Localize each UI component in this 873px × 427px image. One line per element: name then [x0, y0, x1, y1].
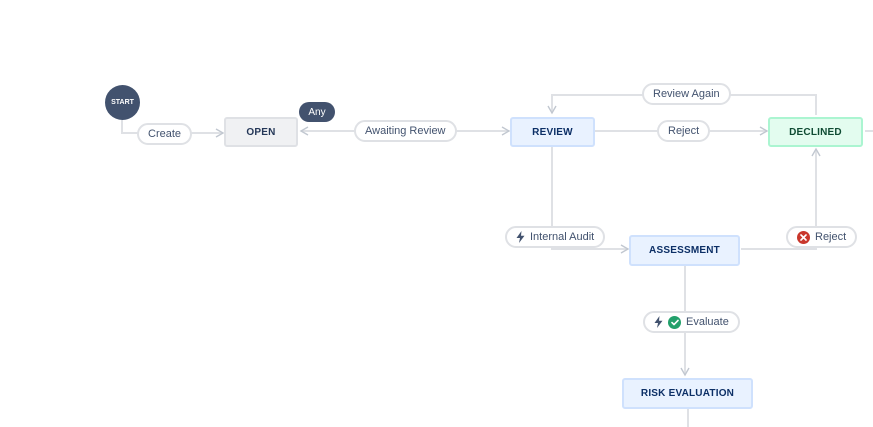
start-node: START	[105, 85, 140, 120]
transition-internal-audit-label: Internal Audit	[530, 231, 595, 243]
status-declined-label: DECLINED	[789, 126, 842, 138]
status-assessment[interactable]: ASSESSMENT	[629, 235, 740, 266]
transition-reject-assessment[interactable]: Reject	[786, 226, 858, 248]
transition-reject-review-label: Reject	[668, 125, 700, 137]
lightning-bolt-icon	[516, 231, 525, 243]
cross-circle-icon	[797, 230, 810, 244]
transition-review-again-label: Review Again	[653, 88, 720, 100]
status-open[interactable]: OPEN	[224, 117, 298, 147]
check-circle-icon	[668, 315, 681, 329]
transition-review-again[interactable]: Review Again	[642, 83, 731, 105]
transition-internal-audit[interactable]: Internal Audit	[505, 226, 606, 248]
transition-create-label: Create	[148, 128, 182, 140]
transition-create[interactable]: Create	[137, 123, 193, 145]
status-open-label: OPEN	[246, 126, 276, 138]
transition-awaiting-review-label: Awaiting Review	[365, 125, 446, 137]
status-declined[interactable]: DECLINED	[768, 117, 863, 147]
start-label: START	[111, 99, 134, 106]
transition-evaluate-label: Evaluate	[686, 316, 729, 328]
status-risk-evaluation[interactable]: RISK EVALUATION	[622, 378, 753, 409]
transition-evaluate[interactable]: Evaluate	[643, 311, 740, 333]
transition-awaiting-review[interactable]: Awaiting Review	[354, 120, 457, 142]
line-reject-assessment	[741, 147, 821, 250]
status-assessment-label: ASSESSMENT	[649, 245, 720, 256]
transition-reject-assessment-label: Reject	[815, 231, 847, 243]
any-label: Any	[308, 106, 326, 118]
status-review[interactable]: REVIEW	[510, 117, 595, 147]
status-risk-evaluation-label: RISK EVALUATION	[640, 388, 735, 399]
line-internal-audit	[551, 147, 630, 254]
status-review-label: REVIEW	[532, 126, 573, 138]
any-status-tag: Any	[299, 102, 335, 122]
transition-reject-review[interactable]: Reject	[657, 120, 711, 142]
lightning-bolt-icon	[654, 316, 663, 328]
